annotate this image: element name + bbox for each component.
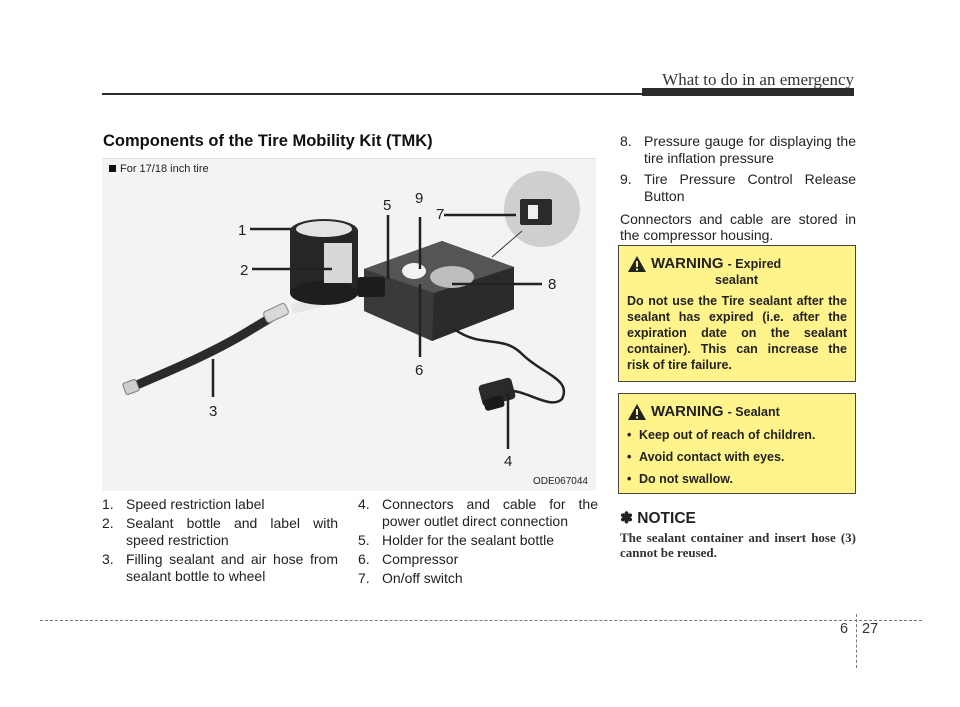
list-item: Keep out of reach of children. [627,427,847,443]
list-item: 6.Compressor [358,551,459,567]
callout-9: 9 [415,190,424,207]
warning-box-expired: WARNING - Expired sealant Do not use the… [618,245,856,382]
list-item: 8.Pressure gauge for displaying the tire… [620,133,856,166]
footer-divider [856,614,857,668]
section-title: Components of the Tire Mobility Kit (TMK… [103,132,433,150]
warning-title: WARNING - Expired [651,255,782,272]
callout-6: 6 [415,362,424,379]
component-list-middle: 4.Connectors and cable for the power out… [358,496,598,589]
footer-rule [40,620,922,621]
list-item: 9.Tire Pressure Control Release Button [620,171,856,204]
warning-box-sealant: WARNING - Sealant Keep out of reach of c… [618,393,856,494]
list-item: 1.Speed restriction label [102,496,265,512]
warning-subtitle: sealant [715,273,759,287]
running-header: What to do in an emergency [662,70,854,89]
figure-caption: For 17/18 inch tire [109,163,209,175]
chapter-number: 6 [840,621,849,637]
notice-title: ✽ NOTICE [620,510,696,527]
component-list-left: 1.Speed restriction label 2.Sealant bott… [102,496,338,587]
warning-text: Do not use the Tire sealant after the se… [627,294,847,372]
list-item: Do not swallow. [627,471,847,487]
callout-3: 3 [209,403,218,420]
callout-7: 7 [436,206,445,223]
tmk-illustration [122,171,580,449]
callout-5: 5 [383,197,392,214]
warning-triangle-icon [628,404,646,420]
figure-code: ODE067044 [532,476,588,487]
list-item: 5.Holder for the sealant bottle [358,532,554,548]
notice-body: The sealant container and insert hose (3… [620,530,856,560]
square-bullet-icon [109,164,116,172]
callout-2: 2 [240,262,249,279]
connectors-note: Connectors and cable are stored in the c… [620,211,856,243]
callout-1: 1 [238,222,247,239]
callout-4: 4 [504,453,513,470]
list-item: Avoid contact with eyes. [627,449,847,465]
header-tab-bar [642,88,854,96]
component-list-right: 8.Pressure gauge for displaying the tire… [620,133,856,243]
warning-triangle-icon [628,256,646,272]
page-number: 27 [862,621,879,637]
header-rule [102,93,854,95]
list-item: 3.Filling sealant and air hose from seal… [102,551,338,584]
warning-bullets: Keep out of reach of children. Avoid con… [619,427,855,487]
list-item: 2.Sealant bottle and label with speed re… [102,515,338,548]
tmk-figure: For 17/18 inch tire [102,158,596,491]
callout-8: 8 [548,276,557,293]
list-item: 4.Connectors and cable for the power out… [358,496,598,529]
list-item: 7.On/off switch [358,570,463,586]
warning-title: WARNING - Sealant [651,403,780,420]
